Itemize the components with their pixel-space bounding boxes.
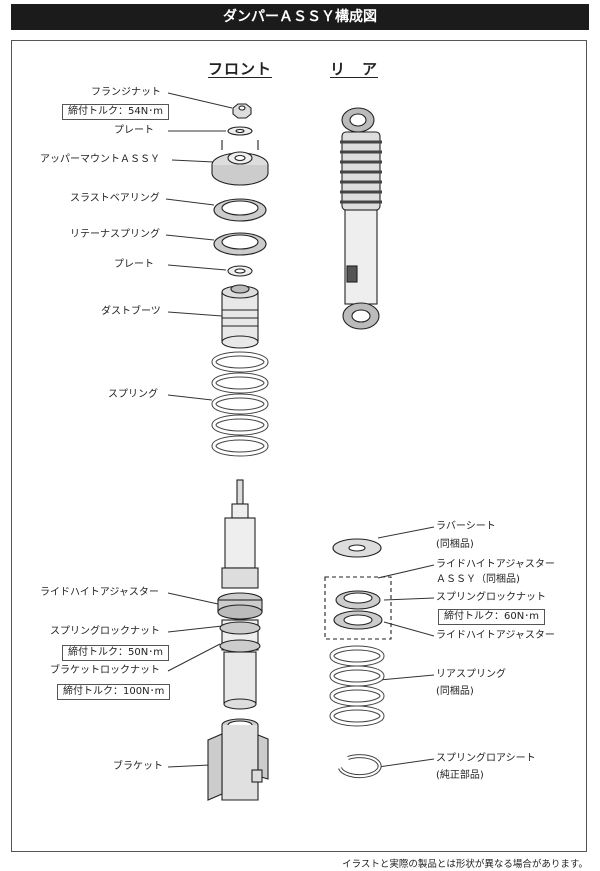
- label-bracket-lock-nut: ブラケットロックナット: [50, 665, 160, 676]
- label-bracket: ブラケット: [113, 761, 163, 772]
- torque-flange-nut: 締付トルク：54N･m: [62, 104, 169, 120]
- label-upper-mount: アッパーマウントＡＳＳＹ: [40, 154, 160, 165]
- diagram-frame: [11, 40, 587, 852]
- label-spring-lock-nut: スプリングロックナット: [50, 626, 160, 637]
- torque-spring-lock-nut: 締付トルク：50N･m: [62, 645, 169, 661]
- front-header: フロント: [208, 60, 273, 78]
- label-spring-lower-seat-note: (純正部品): [436, 770, 484, 781]
- label-rear-ride-height-adjuster-assy: ライドハイトアジャスター: [436, 559, 555, 570]
- label-plate-mid: プレート: [114, 259, 154, 270]
- label-rear-spring-note: (同梱品): [436, 686, 474, 697]
- label-rear-spring-lock-nut: スプリングロックナット: [436, 592, 546, 603]
- rear-header: リ ア: [330, 60, 379, 78]
- label-flange-nut: フランジナット: [91, 87, 161, 98]
- label-rear-ride-height-adjuster-assy-2: ＡＳＳＹ（同梱品): [436, 574, 520, 585]
- label-rear-ride-height-adjuster: ライドハイトアジャスター: [436, 630, 555, 641]
- label-thrust-bearing: スラストベアリング: [70, 193, 160, 204]
- page-title: ダンパーＡＳＳＹ構成図: [11, 4, 589, 30]
- label-dust-boot: ダストブーツ: [101, 306, 161, 317]
- label-spring-lower-seat: スプリングロアシート: [436, 753, 536, 764]
- label-plate-top: プレート: [114, 125, 154, 136]
- label-rubber-seat: ラバーシート: [436, 521, 496, 532]
- label-retainer-spring: リテーナスプリング: [70, 229, 160, 240]
- label-rubber-seat-note: (同梱品): [436, 539, 474, 550]
- torque-rear-spring-lock-nut: 締付トルク：60N･m: [438, 609, 545, 625]
- footer-note: イラストと実際の製品とは形状が異なる場合があります。: [342, 859, 588, 870]
- torque-bracket-lock-nut: 締付トルク：100N･m: [57, 684, 171, 700]
- label-ride-height-adjuster: ライドハイトアジャスター: [40, 587, 159, 598]
- label-spring: スプリング: [108, 389, 158, 400]
- label-rear-spring: リアスプリング: [436, 669, 506, 680]
